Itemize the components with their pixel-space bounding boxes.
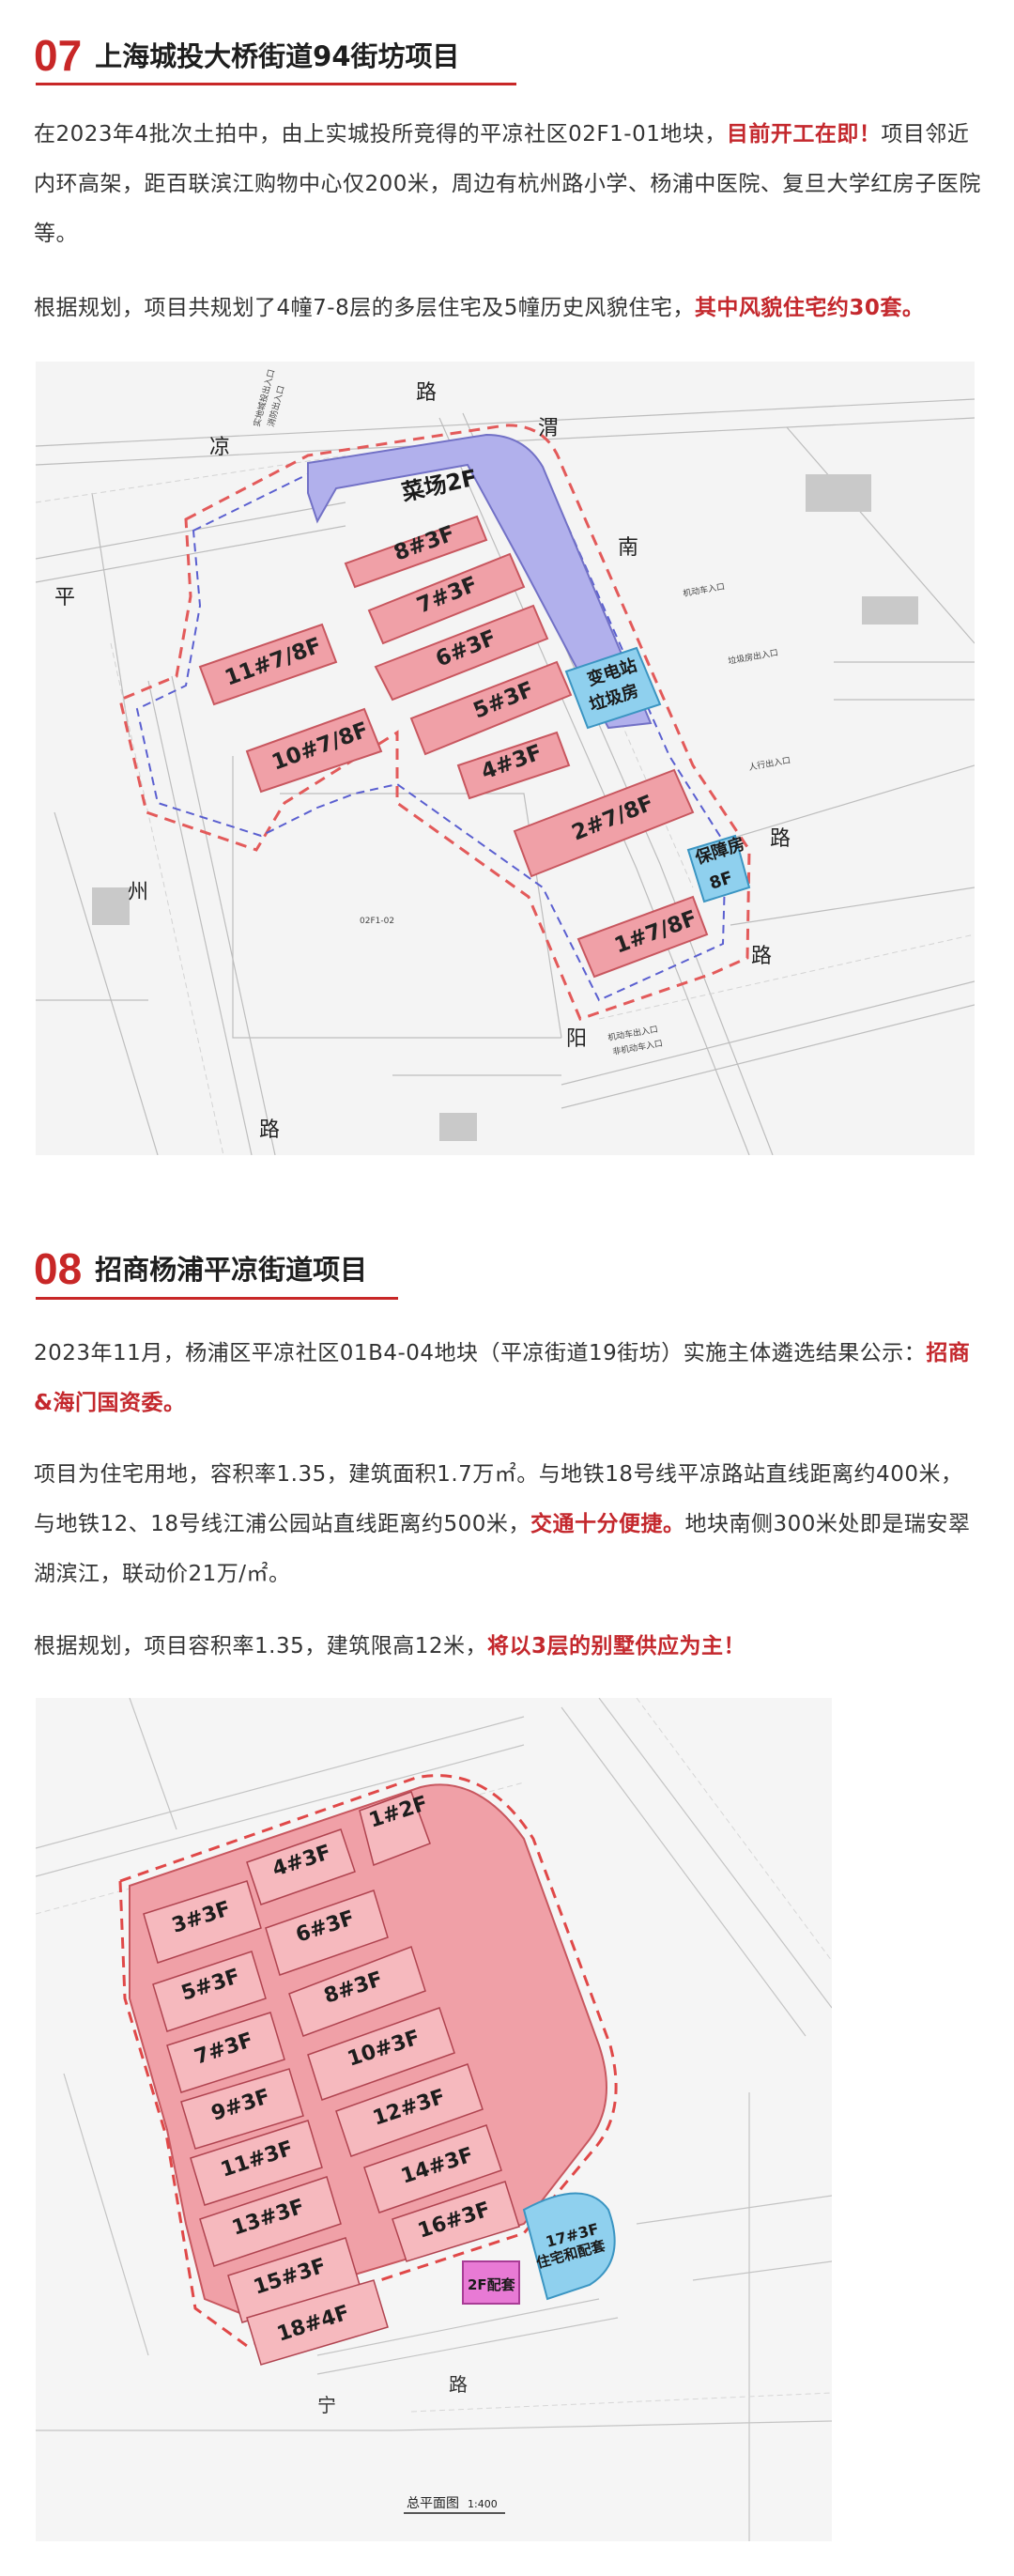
section-07-heading: 07 上海城投大桥街道94街坊项目 xyxy=(34,34,460,77)
site-plan-07: 菜场2F 8#3F 7#3F 6#3F 5#3F 4#3F 11#7/8F 10… xyxy=(36,362,975,1155)
road-char: 路 xyxy=(770,827,791,851)
section-07-number: 07 xyxy=(34,31,83,80)
site-plan-08: 1#2F 4#3F 3#3F 6#3F 5#3F 8#3F 7#3F 10#3F… xyxy=(36,1698,832,2541)
section-08-number: 08 xyxy=(34,1244,83,1293)
text-run: 根据规划，项目容积率1.35，建筑限高12米， xyxy=(34,1634,487,1658)
plan-caption: 总平面图 xyxy=(407,2496,459,2511)
section-08-paragraph-3: 根据规划，项目容积率1.35，建筑限高12米，将以3层的别墅供应为主！ xyxy=(34,1622,982,1672)
highlight-text: 目前开工在即！ xyxy=(726,122,882,147)
section-08-title: 招商杨浦平凉街道项目 xyxy=(95,1254,368,1287)
road-char: 路 xyxy=(751,945,772,968)
road-char: 渭 xyxy=(538,417,559,440)
section-07-underline xyxy=(36,83,516,85)
text-run: 在2023年4批次土拍中，由上实城投所竞得的平凉社区02F1-01地块， xyxy=(34,122,727,147)
road-char: 宁 xyxy=(317,2394,336,2416)
section-07-paragraph-1: 在2023年4批次土拍中，由上实城投所竞得的平凉社区02F1-01地块，目前开工… xyxy=(34,110,982,259)
highlight-text: 招商&海门国资委。 xyxy=(34,1341,971,1415)
section-08-heading: 08 招商杨浦平凉街道项目 xyxy=(34,1247,367,1290)
section-07-paragraph-2: 根据规划，项目共规划了4幢7-8层的多层住宅及5幢历史风貌住宅，其中风貌住宅约3… xyxy=(34,284,982,333)
road-char: 路 xyxy=(416,381,437,405)
text-run: 地块南侧300米处即是瑞安翠湖滨江，联动价21万/㎡。 xyxy=(34,1512,971,1586)
section-08-underline xyxy=(36,1297,398,1300)
section-08-paragraph-2: 项目为住宅用地，容积率1.35，建筑面积1.7万㎡。与地铁18号线平凉路站直线距… xyxy=(34,1450,982,1599)
road-char: 州 xyxy=(128,881,148,904)
highlight-text: 交通十分便捷。 xyxy=(530,1512,685,1536)
text-run: 项目邻近内环高架，距百联滨江购物中心仅200米，周边有杭州路小学、杨浦中医院、复… xyxy=(34,122,981,246)
plan-scale: 1:400 xyxy=(468,2498,498,2510)
road-char: 路 xyxy=(259,1118,280,1142)
text-run: 项目为住宅用地，容积率1.35，建筑面积1.7万㎡。与地铁18号线平凉路站直线距… xyxy=(34,1462,963,1536)
highlight-text: 其中风貌住宅约30套。 xyxy=(694,296,925,320)
magenta-label: 2F配套 xyxy=(468,2276,516,2293)
section-08-paragraph-1: 2023年11月，杨浦区平凉社区01B4-04地块（平凉街道19街坊）实施主体遴… xyxy=(34,1329,982,1428)
road-char: 阳 xyxy=(566,1027,587,1051)
highlight-text: 将以3层的别墅供应为主！ xyxy=(486,1634,745,1658)
road-char: 凉 xyxy=(209,436,230,459)
text-run: 根据规划，项目共规划了4幢7-8层的多层住宅及5幢历史风貌住宅， xyxy=(34,296,695,320)
road-char: 平 xyxy=(54,586,75,609)
section-07-title: 上海城投大桥街道94街坊项目 xyxy=(95,40,460,73)
road-char: 路 xyxy=(449,2373,468,2396)
road-char: 南 xyxy=(618,536,638,560)
map-small-label: 02F1-02 xyxy=(360,917,394,926)
text-run: 2023年11月，杨浦区平凉社区01B4-04地块（平凉街道19街坊）实施主体遴… xyxy=(34,1341,927,1365)
